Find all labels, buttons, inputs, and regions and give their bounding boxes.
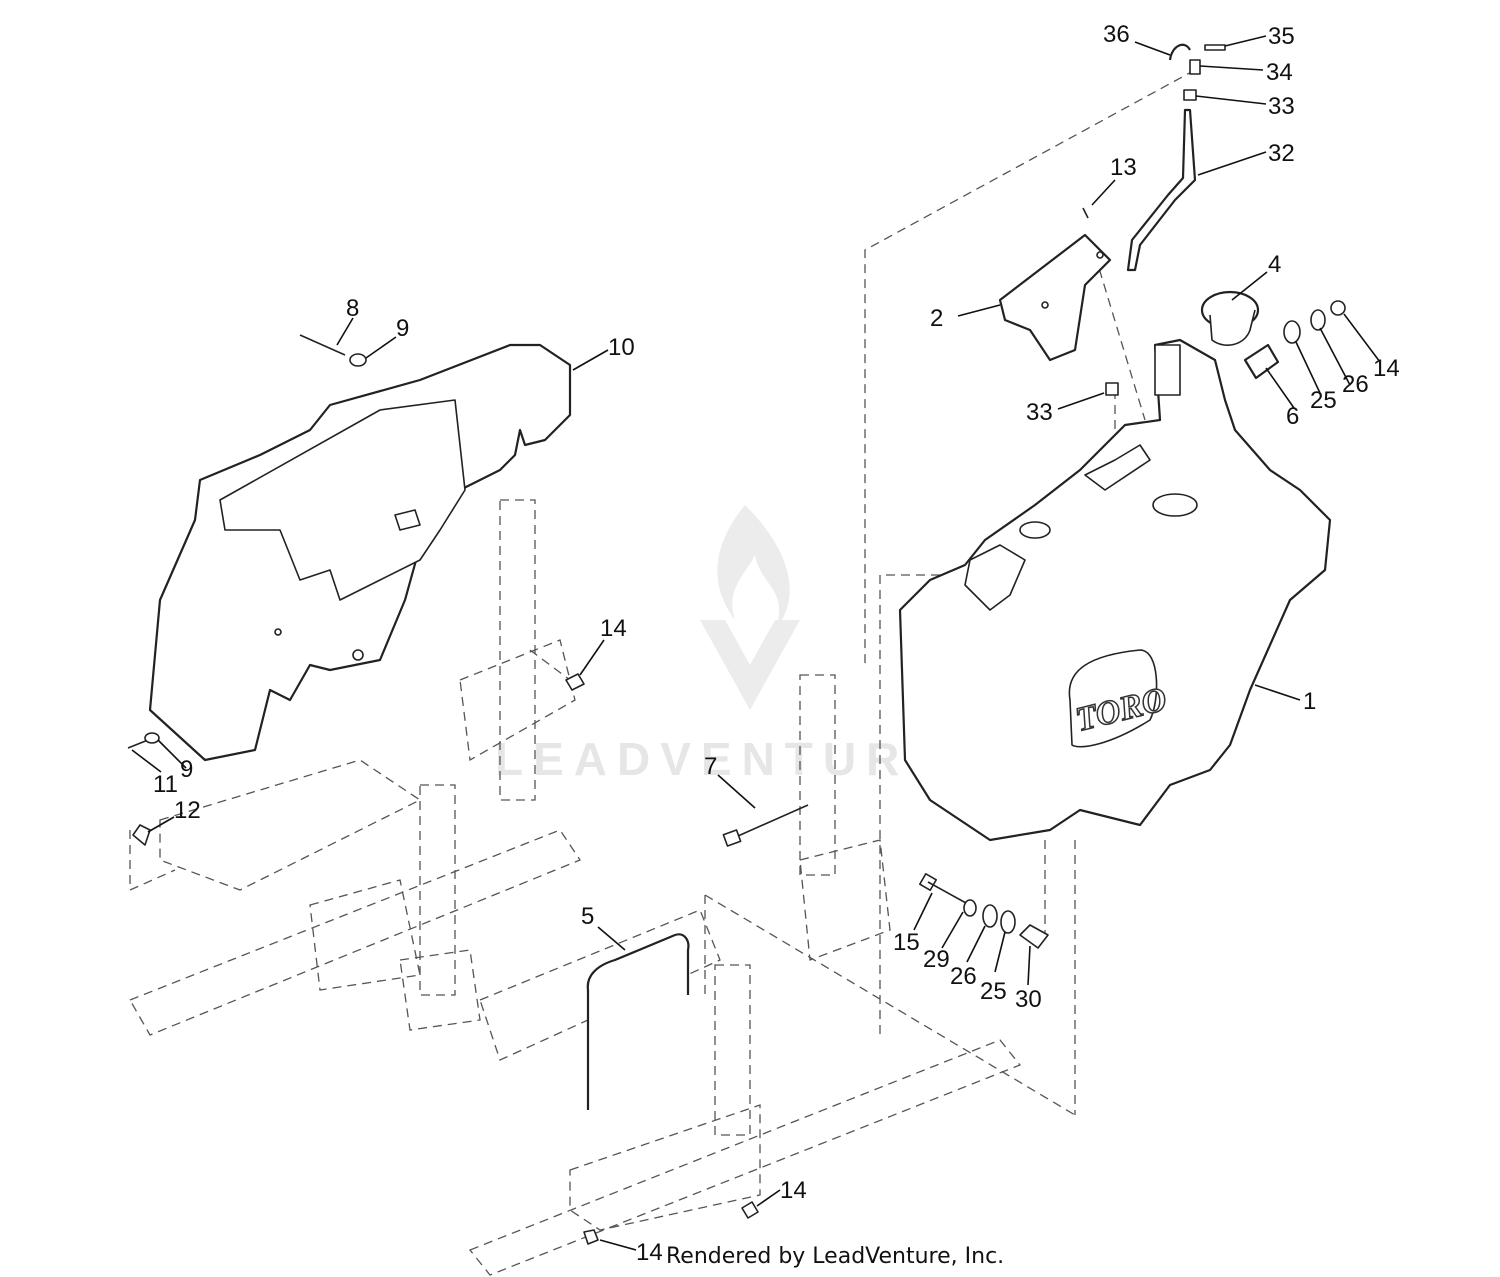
callout-9: 9 <box>396 315 409 342</box>
vent-hose-part-32 <box>1105 43 1226 396</box>
watermark-text: LEADVENTURE <box>495 733 950 785</box>
leader-lines <box>131 35 1381 1251</box>
callout-12: 12 <box>174 797 201 824</box>
callout-14-bottom: 14 <box>636 1239 663 1266</box>
callout-11: 11 <box>153 771 178 798</box>
callout-29: 29 <box>923 946 950 973</box>
callout-26: 26 <box>1342 371 1369 398</box>
fuel-tank-part-1: TORO <box>898 338 1332 842</box>
callout-26-lower: 26 <box>950 963 977 990</box>
callout-25-lower: 25 <box>980 978 1007 1005</box>
bolt-part-7 <box>722 804 809 847</box>
callout-32: 32 <box>1268 140 1295 167</box>
callout-35: 35 <box>1268 23 1295 50</box>
callout-7: 7 <box>704 753 717 780</box>
rear-shroud-part-10 <box>148 343 572 762</box>
callout-2: 2 <box>930 305 943 332</box>
callout-1: 1 <box>1303 688 1316 715</box>
callout-14-frame: 14 <box>600 615 627 642</box>
callout-33-lower: 33 <box>1026 399 1053 426</box>
fuel-cap-part-4 <box>1200 290 1260 346</box>
callout-4: 4 <box>1268 251 1281 278</box>
callout-36: 36 <box>1103 21 1130 48</box>
callout-33: 33 <box>1268 93 1295 120</box>
callout-25: 25 <box>1310 387 1337 414</box>
callout-6: 6 <box>1286 403 1299 430</box>
mower-frame <box>129 499 1022 1276</box>
small-hardware <box>127 207 1089 1245</box>
tank-mount-hardware-top <box>1243 300 1346 380</box>
callout-15: 15 <box>893 929 920 956</box>
callout-34: 34 <box>1266 59 1293 86</box>
rod-part-5 <box>586 933 690 1110</box>
leadventure-watermark: LEADVENTURE <box>495 505 950 785</box>
tank-mount-hardware-bottom <box>919 873 1049 949</box>
shield-part-2 <box>998 233 1112 362</box>
callout-14: 14 <box>1373 355 1400 382</box>
callout-13: 13 <box>1110 154 1137 181</box>
callout-8: 8 <box>346 295 359 322</box>
render-credit: Rendered by LeadVenture, Inc. <box>666 1244 1004 1269</box>
callout-30: 30 <box>1015 986 1042 1013</box>
callout-labels: 36 35 34 33 32 13 4 2 14 26 25 6 33 8 9 … <box>153 21 1400 1266</box>
callout-5: 5 <box>581 903 594 930</box>
callout-9-lower: 9 <box>180 756 193 783</box>
callout-14-bottom-right: 14 <box>780 1177 807 1204</box>
callout-10: 10 <box>608 334 635 361</box>
